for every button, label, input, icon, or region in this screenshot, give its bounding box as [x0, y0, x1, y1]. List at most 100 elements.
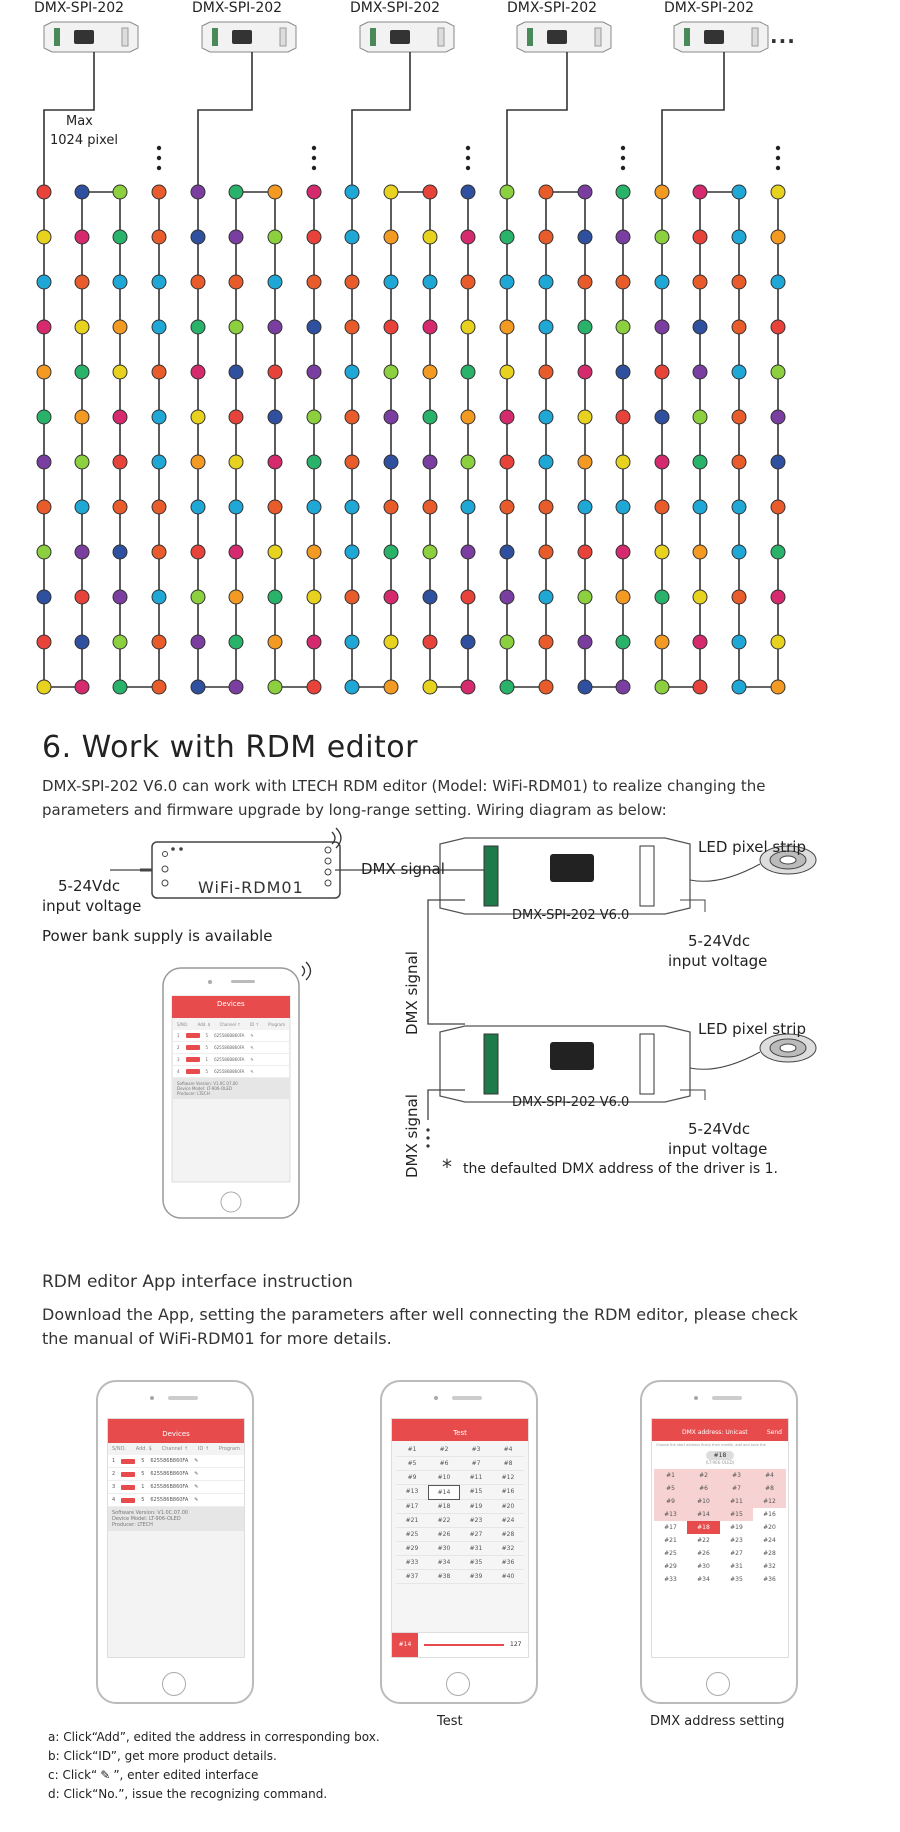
test-channel-cell[interactable]: #24	[492, 1514, 524, 1528]
device-list-col-header[interactable]: ID ↑	[249, 1022, 259, 1027]
dmx-address-cell[interactable]: #31	[720, 1560, 753, 1573]
device-add-box[interactable]	[185, 1069, 200, 1074]
test-channel-cell[interactable]: #18	[428, 1500, 460, 1514]
phone-1-home-button[interactable]	[162, 1672, 186, 1696]
test-channel-cell[interactable]: #2	[428, 1443, 460, 1457]
dmx-address-cell[interactable]: #28	[753, 1547, 786, 1560]
dmx-address-cell[interactable]: #15	[720, 1508, 753, 1521]
test-channel-cell[interactable]: #7	[460, 1457, 492, 1471]
test-channel-cell[interactable]: #5	[396, 1457, 428, 1471]
test-channel-cell[interactable]: #8	[492, 1457, 524, 1471]
edit-icon[interactable]: ✎	[250, 1057, 254, 1062]
test-channel-cell[interactable]: #40	[492, 1570, 524, 1584]
test-channel-cell[interactable]: #37	[396, 1570, 428, 1584]
dmx-address-cell[interactable]: #3	[720, 1469, 753, 1482]
dmx-address-cell[interactable]: #25	[654, 1547, 687, 1560]
test-channel-cell[interactable]: #38	[428, 1570, 460, 1584]
device-list-col-header[interactable]: Channel ↑	[161, 1446, 189, 1452]
test-channel-cell[interactable]: #19	[460, 1500, 492, 1514]
test-channel-cell[interactable]: #10	[428, 1471, 460, 1485]
device-add-box[interactable]	[121, 1471, 136, 1477]
dmx-address-cell[interactable]: #1	[654, 1469, 687, 1482]
test-channel-cell[interactable]: #31	[460, 1542, 492, 1556]
test-channel-cell[interactable]: #3	[460, 1443, 492, 1457]
dmx-address-cell[interactable]: #18	[687, 1521, 720, 1534]
device-add-box[interactable]	[185, 1057, 200, 1062]
test-channel-cell[interactable]: #39	[460, 1570, 492, 1584]
test-channel-cell[interactable]: #35	[460, 1556, 492, 1570]
test-channel-cell[interactable]: #36	[492, 1556, 524, 1570]
edit-icon[interactable]: ✎	[250, 1069, 254, 1074]
dmx-address-cell[interactable]: #34	[687, 1573, 720, 1586]
test-channel-cell[interactable]: #33	[396, 1556, 428, 1570]
device-no[interactable]: 1	[112, 1458, 116, 1464]
dmx-address-cell[interactable]: #6	[687, 1482, 720, 1495]
device-add-box[interactable]	[121, 1458, 136, 1464]
test-channel-cell[interactable]: #17	[396, 1500, 428, 1514]
dmx-address-cell[interactable]: #35	[720, 1573, 753, 1586]
test-channel-cell[interactable]: #12	[492, 1471, 524, 1485]
edit-icon[interactable]: ✎	[194, 1497, 199, 1503]
device-list-col-header[interactable]: Add. $	[197, 1022, 211, 1027]
device-list-col-header[interactable]: ID ↑	[197, 1446, 210, 1452]
dmx-address-cell[interactable]: #4	[753, 1469, 786, 1482]
device-id[interactable]: 625586B860FA	[214, 1045, 245, 1050]
device-id[interactable]: 625586B860FA	[150, 1458, 189, 1464]
test-channel-cell[interactable]: #14	[428, 1485, 460, 1500]
device-no[interactable]: 2	[112, 1471, 116, 1477]
test-channel-cell[interactable]: #21	[396, 1514, 428, 1528]
dmx-address-cell[interactable]: #29	[654, 1560, 687, 1573]
edit-icon[interactable]: ✎	[194, 1484, 199, 1490]
device-list-col-header[interactable]: Add. $	[135, 1446, 152, 1452]
dmx-address-cell[interactable]: #16	[753, 1508, 786, 1521]
device-add-box[interactable]	[121, 1497, 136, 1503]
dmx-address-cell[interactable]: #30	[687, 1560, 720, 1573]
dmx-address-cell[interactable]: #24	[753, 1534, 786, 1547]
dmx-address-cell[interactable]: #11	[720, 1495, 753, 1508]
dmx-address-cell[interactable]: #32	[753, 1560, 786, 1573]
dmx-address-cell[interactable]: #5	[654, 1482, 687, 1495]
phone-3-home-button[interactable]	[706, 1672, 730, 1696]
edit-icon[interactable]: ✎	[194, 1471, 199, 1477]
dmx-address-cell[interactable]: #14	[687, 1508, 720, 1521]
device-list-col-header[interactable]: S/NO.	[112, 1446, 126, 1452]
test-channel-cell[interactable]: #22	[428, 1514, 460, 1528]
test-channel-cell[interactable]: #30	[428, 1542, 460, 1556]
device-no[interactable]: 3	[177, 1057, 180, 1062]
edit-icon[interactable]: ✎	[250, 1033, 254, 1038]
test-level-slider[interactable]	[424, 1644, 504, 1646]
dmx-address-cell[interactable]: #33	[654, 1573, 687, 1586]
device-id[interactable]: 625586B860FA	[150, 1471, 189, 1477]
dmx-address-cell[interactable]: #27	[720, 1547, 753, 1560]
device-no[interactable]: 2	[177, 1045, 180, 1050]
dmx-address-cell[interactable]: #8	[753, 1482, 786, 1495]
dmx-address-cell[interactable]: #2	[687, 1469, 720, 1482]
test-channel-cell[interactable]: #23	[460, 1514, 492, 1528]
device-add-box[interactable]	[185, 1033, 200, 1038]
test-channel-cell[interactable]: #34	[428, 1556, 460, 1570]
device-id[interactable]: 625586B860FA	[214, 1057, 245, 1062]
dmx-address-cell[interactable]: #20	[753, 1521, 786, 1534]
edit-icon[interactable]: ✎	[250, 1045, 254, 1050]
device-list-col-header[interactable]: Program	[268, 1022, 285, 1027]
device-add-box[interactable]	[185, 1045, 200, 1050]
device-id[interactable]: 625586B860FA	[214, 1069, 245, 1074]
test-channel-cell[interactable]: #1	[396, 1443, 428, 1457]
device-no[interactable]: 4	[112, 1497, 116, 1503]
test-channel-cell[interactable]: #6	[428, 1457, 460, 1471]
device-list-col-header[interactable]: S/NO.	[177, 1022, 189, 1027]
dmx-address-cell[interactable]: #13	[654, 1508, 687, 1521]
dmx-address-cell[interactable]: #7	[720, 1482, 753, 1495]
test-channel-cell[interactable]: #20	[492, 1500, 524, 1514]
dmx-address-cell[interactable]: #19	[720, 1521, 753, 1534]
test-channel-cell[interactable]: #29	[396, 1542, 428, 1556]
device-list-col-header[interactable]: Program	[218, 1446, 240, 1452]
